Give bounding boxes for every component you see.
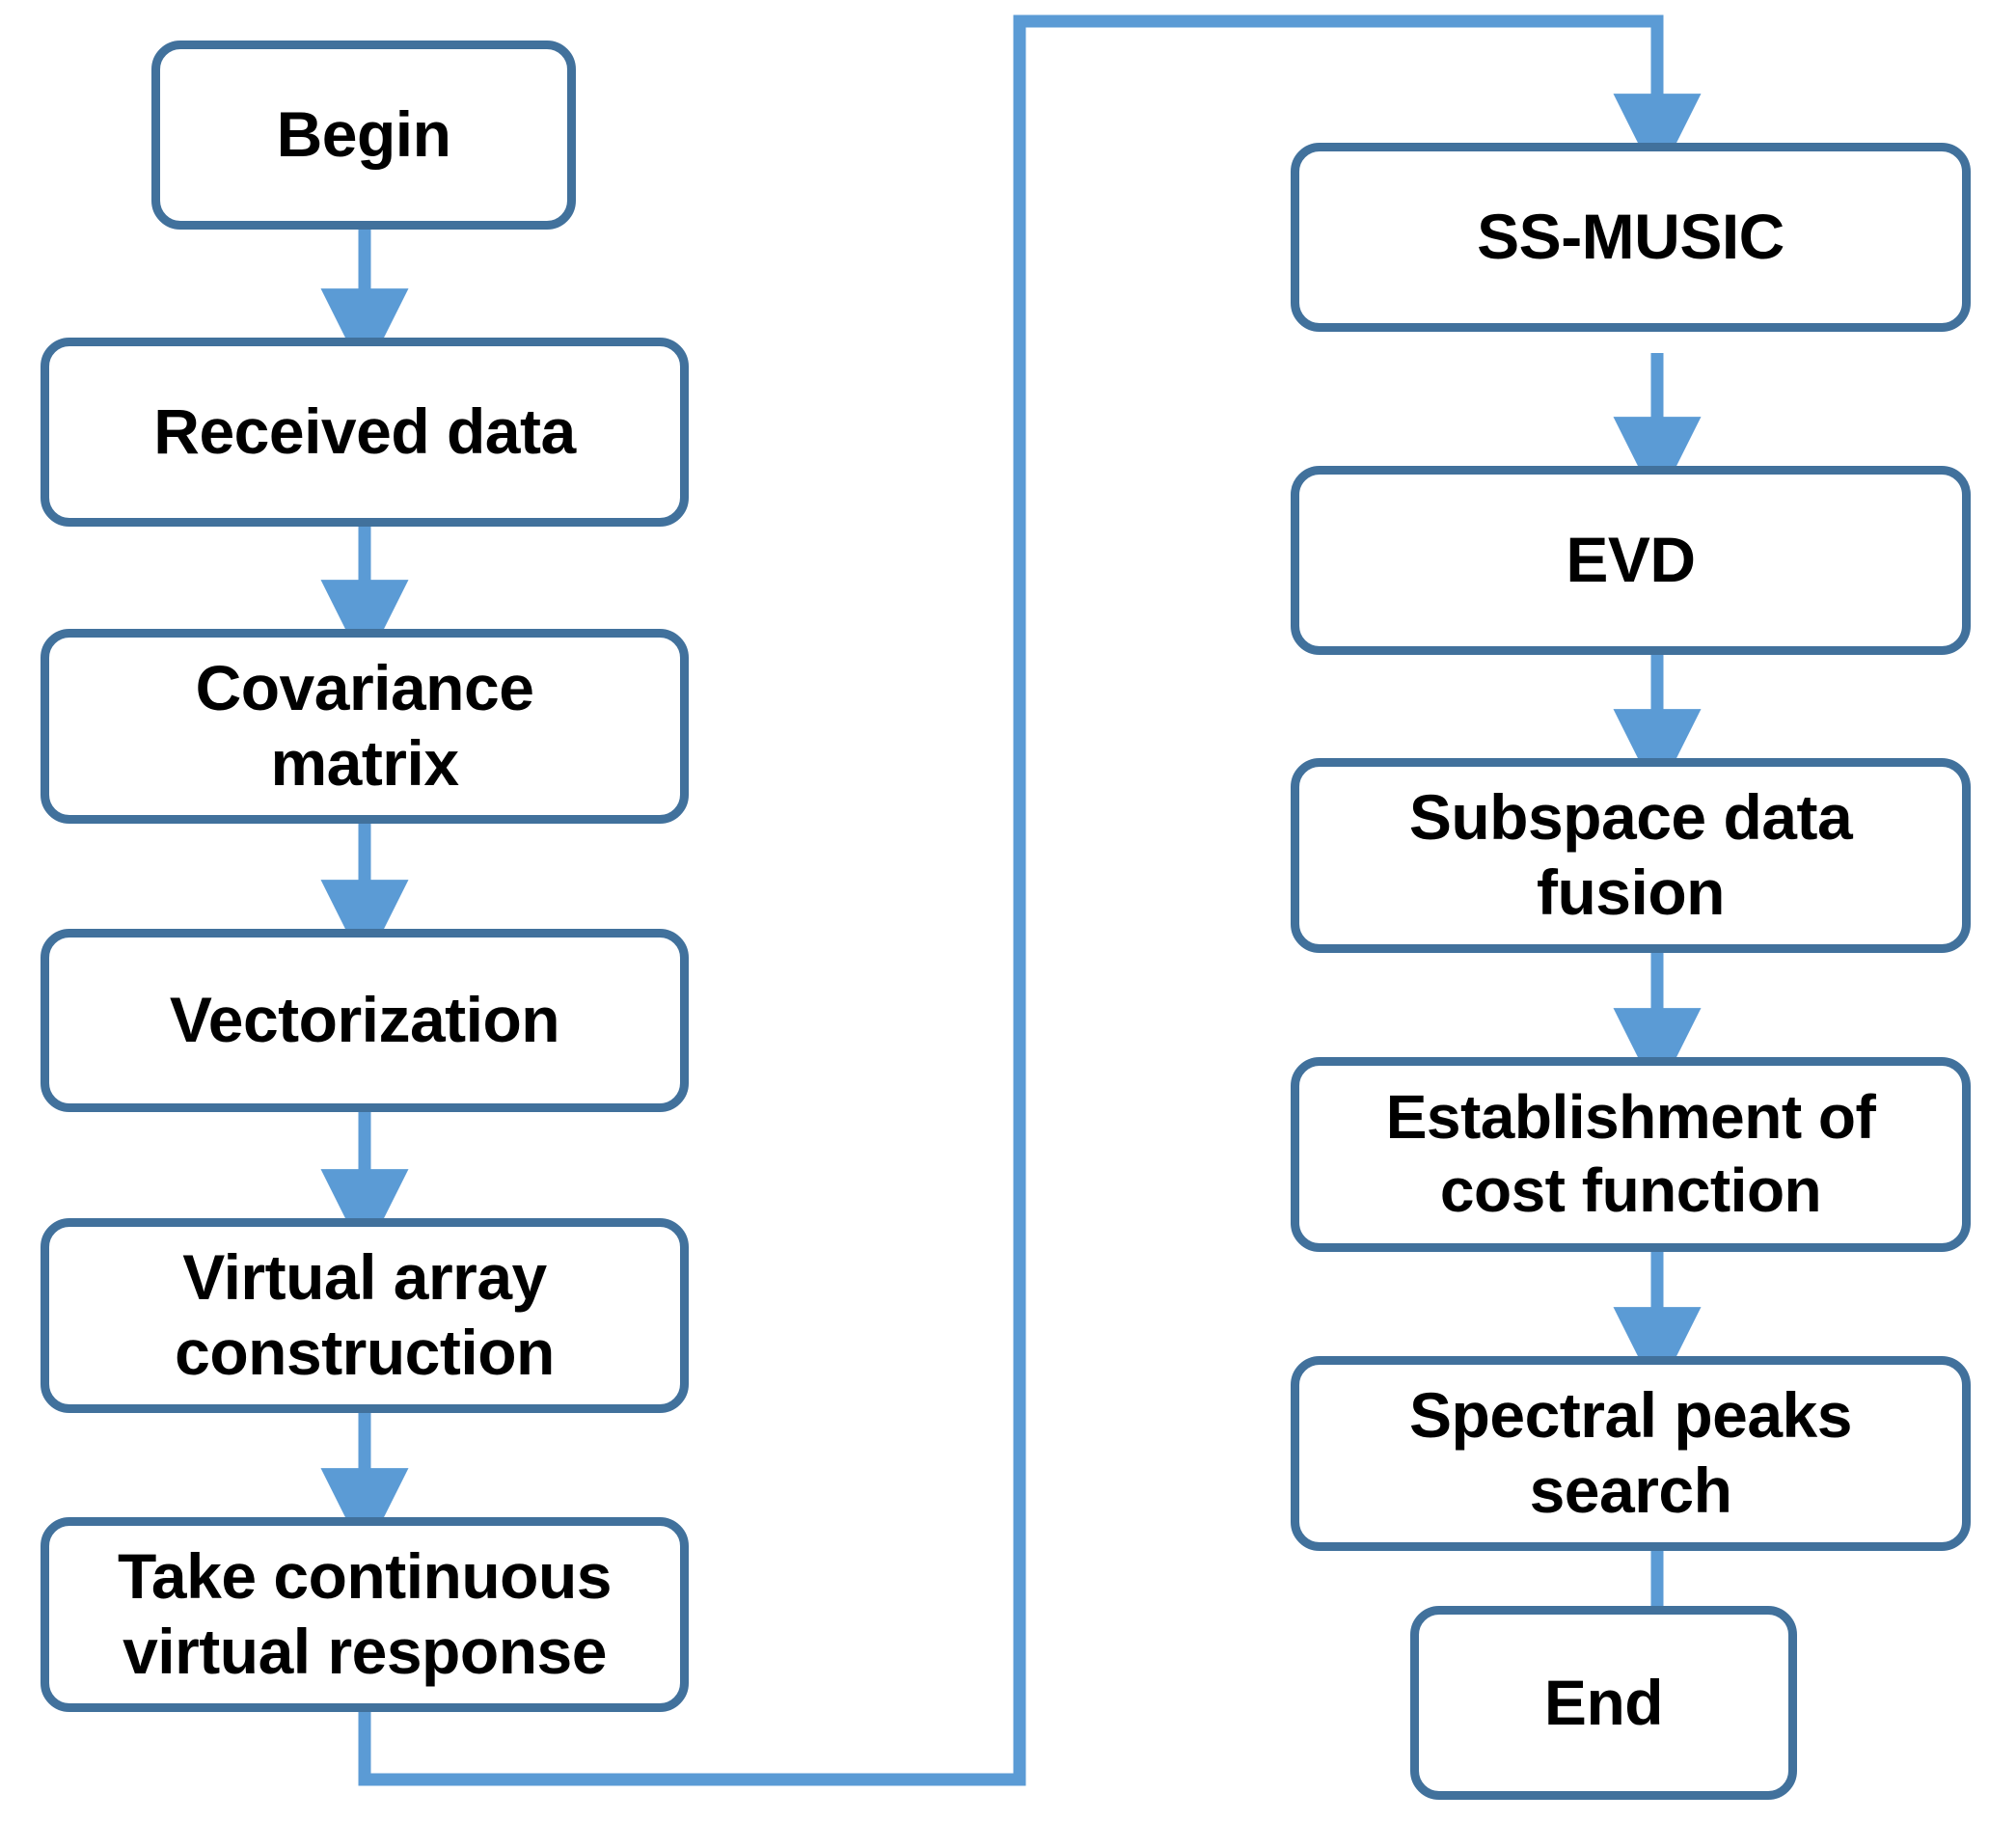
node-end[interactable]: End (1410, 1606, 1797, 1800)
node-vectorization-label: Vectorization (169, 984, 560, 1056)
node-evd[interactable]: EVD (1291, 466, 1971, 655)
node-covariance-matrix[interactable]: Covariance matrix (41, 629, 689, 824)
node-ss-music[interactable]: SS-MUSIC (1291, 143, 1971, 332)
node-subspace-data-fusion-label: Subspace data fusion (1408, 781, 1853, 928)
node-establishment-of-cost-function[interactable]: Establishment of cost function (1291, 1057, 1971, 1252)
node-spectral-peaks-search[interactable]: Spectral peaks search (1291, 1356, 1971, 1551)
node-spectral-peaks-search-label: Spectral peaks search (1409, 1379, 1852, 1526)
node-received-data-label: Received data (153, 395, 576, 468)
node-take-continuous-virtual-response-label: Take continuous virtual response (118, 1540, 613, 1687)
node-evd-label: EVD (1566, 524, 1696, 596)
node-covariance-matrix-label: Covariance matrix (195, 652, 534, 799)
node-virtual-array-construction-label: Virtual array construction (175, 1241, 555, 1388)
node-begin-label: Begin (276, 98, 451, 171)
node-establishment-of-cost-function-label: Establishment of cost function (1385, 1082, 1876, 1225)
node-received-data[interactable]: Received data (41, 338, 689, 527)
node-take-continuous-virtual-response[interactable]: Take continuous virtual response (41, 1517, 689, 1712)
node-end-label: End (1543, 1666, 1664, 1738)
node-subspace-data-fusion[interactable]: Subspace data fusion (1291, 758, 1971, 953)
node-virtual-array-construction[interactable]: Virtual array construction (41, 1218, 689, 1413)
node-ss-music-label: SS-MUSIC (1477, 201, 1785, 273)
node-vectorization[interactable]: Vectorization (41, 929, 689, 1112)
node-begin[interactable]: Begin (151, 41, 576, 230)
